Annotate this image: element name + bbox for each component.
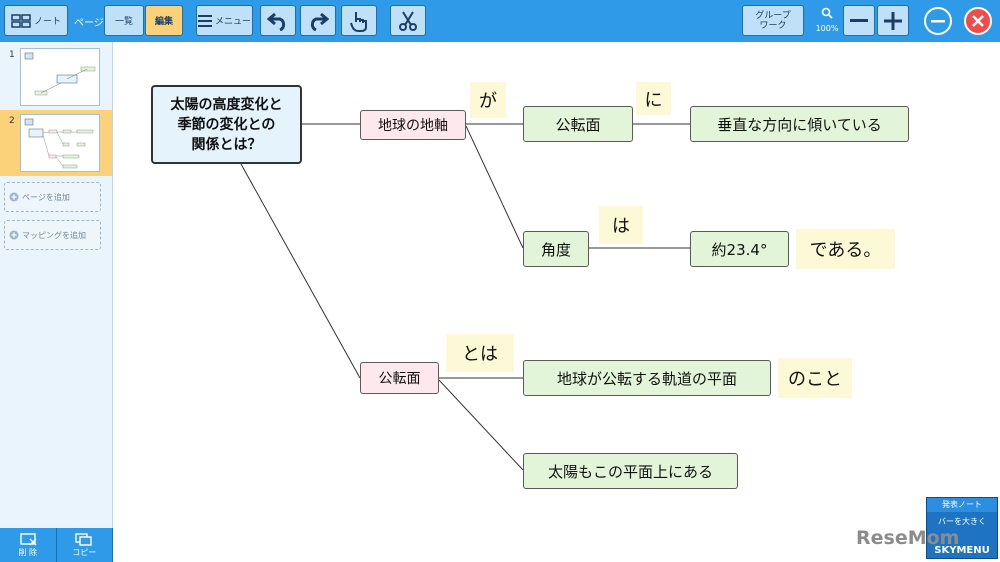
delete-page-button[interactable]: 削 除 <box>0 528 57 562</box>
add-mapping-button[interactable]: マッピングを追加 <box>4 220 101 250</box>
add-page-label: ページを追加 <box>22 192 70 202</box>
close-button[interactable] <box>964 7 992 35</box>
root-line-2: 季節の変化との <box>177 116 276 133</box>
close-icon <box>972 15 984 27</box>
copy-label: コピー <box>72 547 97 557</box>
node-axis[interactable]: 地球の地軸 <box>360 110 466 140</box>
undo-button[interactable] <box>260 5 296 36</box>
redo-icon <box>310 12 329 31</box>
delete-label: 削 除 <box>18 547 38 557</box>
presenter-note-widget[interactable]: 発表ノート バーを大きく SKYMENU <box>926 497 998 559</box>
magnifier-icon <box>821 7 833 19</box>
page-number: 1 <box>9 50 15 60</box>
list-button[interactable]: 一覧 <box>104 5 144 36</box>
top-toolbar: ノート ページ 一覧 編集 メニュー グループ ワーク 100% <box>0 0 1000 42</box>
zoom-indicator: 100% <box>813 5 841 36</box>
thumbnail-preview <box>24 52 96 96</box>
zoom-in-button[interactable] <box>877 5 909 36</box>
root-line-1: 太陽の高度変化と <box>170 96 283 113</box>
presenter-title: 発表ノート <box>927 498 997 512</box>
redo-button[interactable] <box>300 5 336 36</box>
page-thumbnail[interactable] <box>20 48 100 106</box>
copy-icon <box>75 532 92 546</box>
thumbnail-preview <box>24 118 94 169</box>
page-thumbnail[interactable] <box>20 114 100 172</box>
plus-circle-icon <box>9 230 19 240</box>
edit-button[interactable]: 編集 <box>145 5 183 36</box>
plus-icon <box>884 11 902 30</box>
node-orbit-definition[interactable]: 地球が公転する軌道の平面 <box>523 360 771 396</box>
minimize-icon <box>931 19 945 22</box>
text-dearu[interactable]: である。 <box>796 229 895 269</box>
scissors-icon <box>399 10 417 31</box>
page-thumbnail-row[interactable]: 1 <box>0 44 112 110</box>
node-orbit-plane-2[interactable]: 公転面 <box>360 362 439 394</box>
text-nokoto[interactable]: のこと <box>778 358 852 398</box>
note-button[interactable]: ノート <box>4 5 68 36</box>
node-sun-plane[interactable]: 太陽もこの平面上にある <box>523 453 738 489</box>
delete-icon <box>20 532 37 545</box>
minus-icon <box>850 18 868 22</box>
page-thumbnail-row-active[interactable]: 2 <box>0 110 112 176</box>
node-tilted[interactable]: 垂直な方向に傾いている <box>690 106 909 142</box>
scissors-button[interactable] <box>390 5 426 36</box>
copy-page-button[interactable]: コピー <box>57 528 113 562</box>
sidebar-bottom-bar: 削 除 コピー <box>0 528 113 562</box>
plus-circle-icon <box>9 192 19 202</box>
presenter-line: バーを大きく <box>938 517 986 526</box>
root-node[interactable]: 太陽の高度変化と 季節の変化との 関係とは？ <box>151 85 302 164</box>
group-work-line1: グループ <box>755 10 791 21</box>
brand-logo: SKYMENU <box>934 545 990 556</box>
group-work-line2: ワーク <box>759 20 787 31</box>
note-label: ノート <box>33 17 61 27</box>
page-sidebar: 1 2 ページを追加 マッピングを追加 <box>0 42 113 562</box>
zoom-value: 100% <box>815 24 839 33</box>
node-orbit-plane[interactable]: 公転面 <box>523 106 633 142</box>
link-label-ga[interactable]: が <box>470 82 506 118</box>
mapping-canvas[interactable]: 太陽の高度変化と 季節の変化との 関係とは？ 地球の地軸 が 公転面 に 垂直な… <box>113 42 1000 562</box>
add-page-button[interactable]: ページを追加 <box>4 182 101 212</box>
link-label-wa[interactable]: は <box>599 206 643 244</box>
watermark: ReseMom <box>856 527 960 549</box>
minimize-button[interactable] <box>924 7 952 35</box>
zoom-out-button[interactable] <box>843 5 875 36</box>
grid-icon <box>11 13 31 28</box>
page-number: 2 <box>9 116 15 126</box>
group-work-button[interactable]: グループ ワーク <box>742 5 804 36</box>
node-angle[interactable]: 角度 <box>523 231 589 267</box>
connector-lines <box>240 123 690 471</box>
undo-icon <box>267 12 286 31</box>
menu-label: メニュー <box>214 17 251 27</box>
link-label-towa[interactable]: とは <box>446 334 514 372</box>
root-line-3: 関係とは？ <box>191 136 262 153</box>
add-mapping-label: マッピングを追加 <box>22 230 86 240</box>
list-label: 一覧 <box>114 17 133 27</box>
edit-label: 編集 <box>154 17 173 27</box>
menu-button[interactable]: メニュー <box>196 5 253 36</box>
hamburger-icon <box>197 14 212 27</box>
link-label-ni[interactable]: に <box>636 82 671 115</box>
page-label: ページ <box>74 18 104 29</box>
hand-pointer-icon <box>350 11 367 32</box>
node-degree[interactable]: 約23.4° <box>690 231 789 267</box>
pointer-button[interactable] <box>341 5 377 36</box>
